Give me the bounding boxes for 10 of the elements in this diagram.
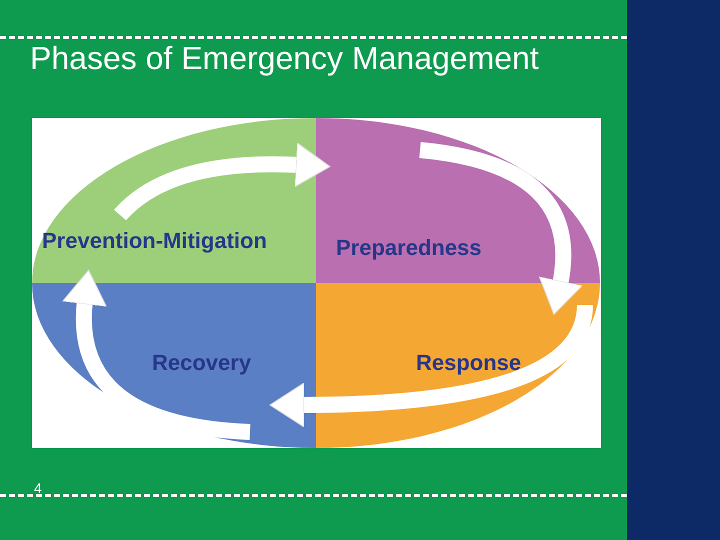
phase-label: Recovery [152, 350, 252, 376]
phase-label: Response [416, 350, 522, 376]
curved-arrow [270, 304, 593, 428]
curved-arrow [62, 270, 251, 440]
curved-arrow [114, 142, 330, 221]
curved-arrow [419, 142, 583, 316]
phase-label: Preparedness [336, 235, 482, 261]
phase-label: Prevention-Mitigation [42, 228, 267, 254]
slide-title: Phases of Emergency Management [30, 40, 539, 77]
page-number: 4 [34, 480, 42, 496]
